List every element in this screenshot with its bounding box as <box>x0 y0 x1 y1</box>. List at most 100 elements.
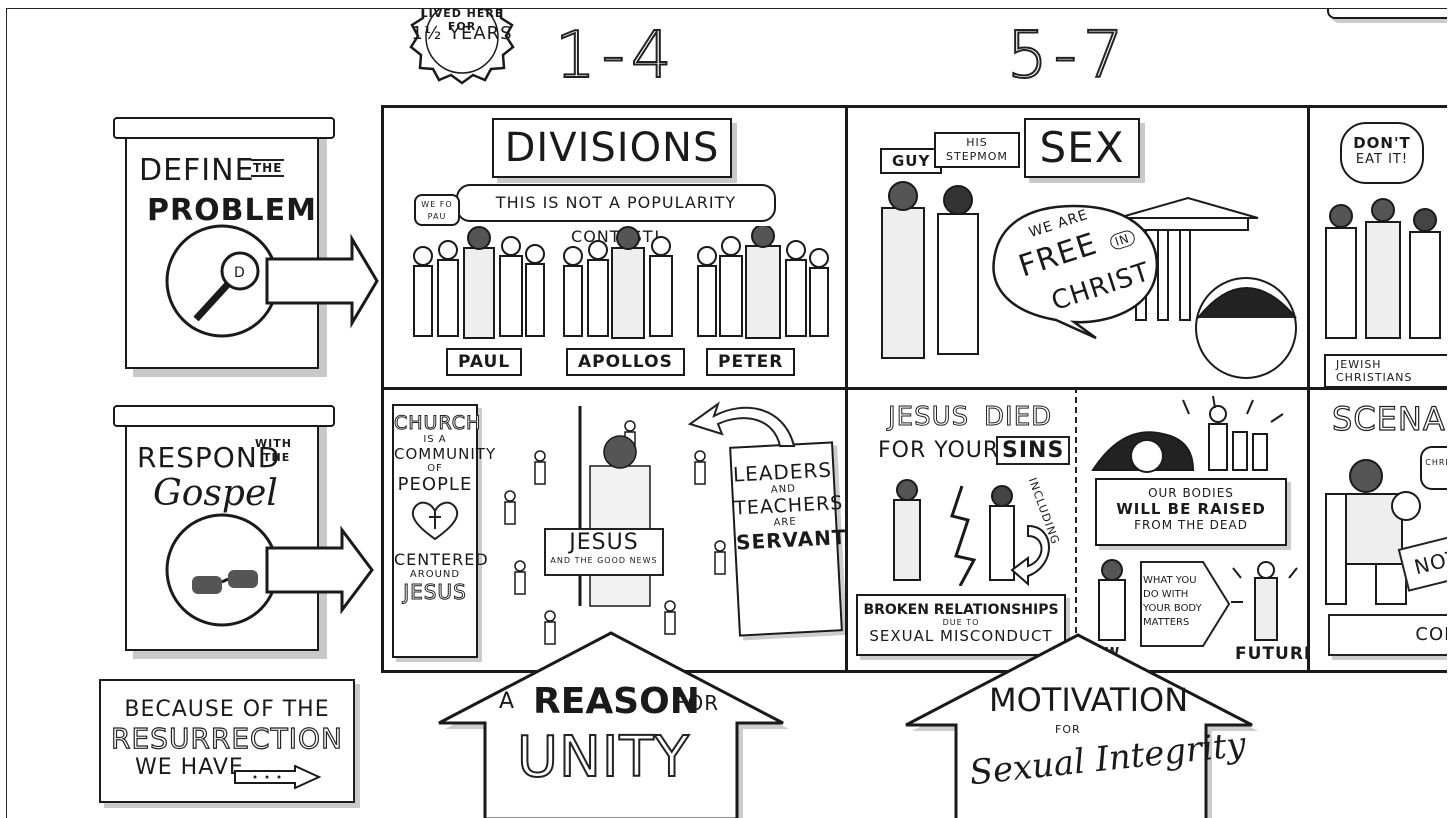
motivation-house <box>905 633 1258 818</box>
unity-a: A <box>499 689 516 714</box>
gospel-text: Gospel <box>153 473 278 514</box>
free-in-christ-bubble <box>992 204 1159 340</box>
divisions-panel: DIVISIONS THIS IS NOT A POPULARITY CONTE… <box>381 105 851 393</box>
now-figure-illustration <box>1098 559 1126 641</box>
sex-panel: SEX GUY HIS STEPMOM WE ARE FREE IN CHRIS… <box>845 105 1313 393</box>
jesus-died-line2a: FOR YOUR <box>878 438 1000 463</box>
jewish-christians-panel: DON'T EAT IT! JEWISH CHRISTIANS <box>1307 105 1447 393</box>
the-text-2: THE <box>263 451 291 464</box>
jesus-died-panel: JESUS DIED FOR YOUR SINS INCLUDING BROKE… <box>845 387 1078 673</box>
unity-word: UNITY <box>516 724 690 791</box>
church-jesus: JESUS <box>403 580 467 605</box>
motivation-for: FOR <box>1055 723 1081 736</box>
popularity-speech-bubble: THIS IS NOT A POPULARITY CONTEST! <box>456 184 776 246</box>
define-scroll-top <box>113 117 335 139</box>
jesus-died-line1a: JESUS <box>887 402 970 433</box>
tag-stepmom-his: HIS <box>966 136 988 149</box>
jesus-died-line1b: DIED <box>983 402 1053 433</box>
tag-jewish-christians: JEWISH CHRISTIANS <box>1324 354 1447 388</box>
tag-stepmom-word: STEPMOM <box>946 150 1008 163</box>
dont-eat-bubble: DON'T EAT IT! <box>1340 122 1424 184</box>
bodies-line2: WILL BE RAISED <box>1116 500 1266 518</box>
badge-line2: 1½ YEARS <box>411 23 513 44</box>
divisions-title-box: DIVISIONS <box>492 118 732 178</box>
sins-box: SINS <box>996 436 1071 465</box>
jesus-banner-sub: AND THE GOOD NEWS <box>550 556 658 565</box>
resurrection-text: RESURRECTION <box>110 721 343 755</box>
sex-title: SEX <box>1039 123 1125 172</box>
misconduct-text: SEXUAL MISCONDUCT <box>869 627 1053 645</box>
scenario-bottom-box: CORE <box>1328 614 1447 656</box>
resurrection-scene-illustration <box>1091 395 1284 473</box>
curved-arrow-icon <box>687 401 796 447</box>
what-you-line1: WHAT YOU <box>1143 575 1197 586</box>
respond-scroll-top <box>113 405 335 427</box>
church-around: AROUND <box>409 569 461 580</box>
tag-peter: PETER <box>706 348 796 376</box>
what-you-line3: YOUR BODY <box>1143 603 1202 614</box>
small-bubble-text: WE FO PAU <box>421 200 453 221</box>
church-is-a: IS A <box>423 434 447 445</box>
with-text: WITH <box>255 437 292 450</box>
crowds-illustration <box>413 226 829 339</box>
the-text: THE <box>251 159 285 177</box>
bodies-line1: OUR BODIES <box>1148 486 1234 500</box>
bodies-raised-panel: OUR BODIES WILL BE RAISED FROM THE DEAD … <box>1075 387 1312 673</box>
small-speech-bubble: WE FO PAU <box>414 194 460 226</box>
unity-for: FOR <box>675 691 720 715</box>
glasses-icon <box>165 513 374 627</box>
define-text: DEFINE <box>139 153 255 188</box>
church-of: OF <box>427 463 443 474</box>
tag-stepmom: HIS STEPMOM <box>934 132 1020 168</box>
bodies-raised-scroll: OUR BODIES WILL BE RAISED FROM THE DEAD <box>1095 478 1287 546</box>
church-word: CHURCH <box>394 412 482 435</box>
scenario-bubble-text: CHRI LO <box>1425 458 1447 467</box>
respond-text: RESPOND <box>137 441 281 474</box>
arrow-sign-icon <box>1140 561 1231 647</box>
tag-guy: GUY <box>880 148 943 174</box>
motivation-word: MOTIVATION <box>989 681 1189 719</box>
divisions-title: DIVISIONS <box>504 125 720 171</box>
unity-house <box>438 631 789 818</box>
bodies-line3: FROM THE DEAD <box>1134 518 1248 532</box>
because-resurrection-box: BECAUSE OF THE RESURRECTION WE HAVE <box>99 679 355 803</box>
chapter-range-1-4: 1-4 <box>554 18 678 94</box>
unity-reason: REASON <box>533 681 700 722</box>
arrow-right-icon <box>234 765 322 789</box>
future-label: FUTURE <box>1235 644 1312 664</box>
sex-title-box: SEX <box>1024 118 1140 178</box>
we-have-text: WE HAVE <box>135 755 244 780</box>
because-line1: BECAUSE OF THE <box>124 697 330 722</box>
seated-figure-illustration <box>1325 459 1421 605</box>
badge-seal <box>409 9 515 85</box>
tag-apollos: APOLLOS <box>566 348 685 376</box>
servants-text: SERVANTS <box>735 524 851 555</box>
church-centered: CENTERED <box>394 550 489 569</box>
church-people: PEOPLE <box>397 474 473 495</box>
scenario-bubble: CHRI LO <box>1420 446 1447 490</box>
svg-text:D: D <box>234 265 245 281</box>
due-to-text: DUE TO <box>942 618 980 627</box>
what-you-line2: DO WITH <box>1143 589 1189 600</box>
broken-relationships-box: BROKEN RELATIONSHIPS DUE TO SEXUAL MISCO… <box>856 594 1066 656</box>
jesus-banner-text: JESUS <box>569 530 639 555</box>
future-figure-illustration <box>1231 561 1298 641</box>
problem-text: PROBLEM <box>147 193 317 228</box>
magnifier-icon: D <box>165 224 379 338</box>
badge-line1: LIVED HERE FOR <box>420 8 504 33</box>
leaders-servants-sign: LEADERS AND TEACHERS ARE SERVANTS <box>729 441 851 637</box>
scenario-title: SCENAR <box>1331 399 1447 438</box>
church-definition-box: CHURCH IS A COMMUNITY OF PEOPLE CENTERED… <box>392 404 497 658</box>
church-community: COMMUNITY <box>394 445 497 463</box>
illustration-frame: LIVED HERE FOR 1½ YEARS 1-4 5-7 DEFINE T… <box>6 8 1447 818</box>
dont-eat-line2: EAT IT! <box>1355 152 1409 167</box>
respond-gospel-scroll: RESPOND WITH THE Gospel <box>125 417 319 651</box>
offscreen-scroll <box>1327 9 1447 19</box>
scenario-panel: SCENAR CHRI LO NOT CORE <box>1307 387 1447 673</box>
church-panel: CHURCH IS A COMMUNITY OF PEOPLE CENTERED… <box>381 387 851 673</box>
tag-paul: PAUL <box>446 348 523 376</box>
dont-eat-line1: DON'T <box>1353 134 1411 152</box>
broken-text: BROKEN RELATIONSHIPS <box>863 602 1059 618</box>
what-you-line4: MATTERS <box>1143 617 1190 628</box>
chapter-range-5-7: 5-7 <box>1006 18 1130 94</box>
